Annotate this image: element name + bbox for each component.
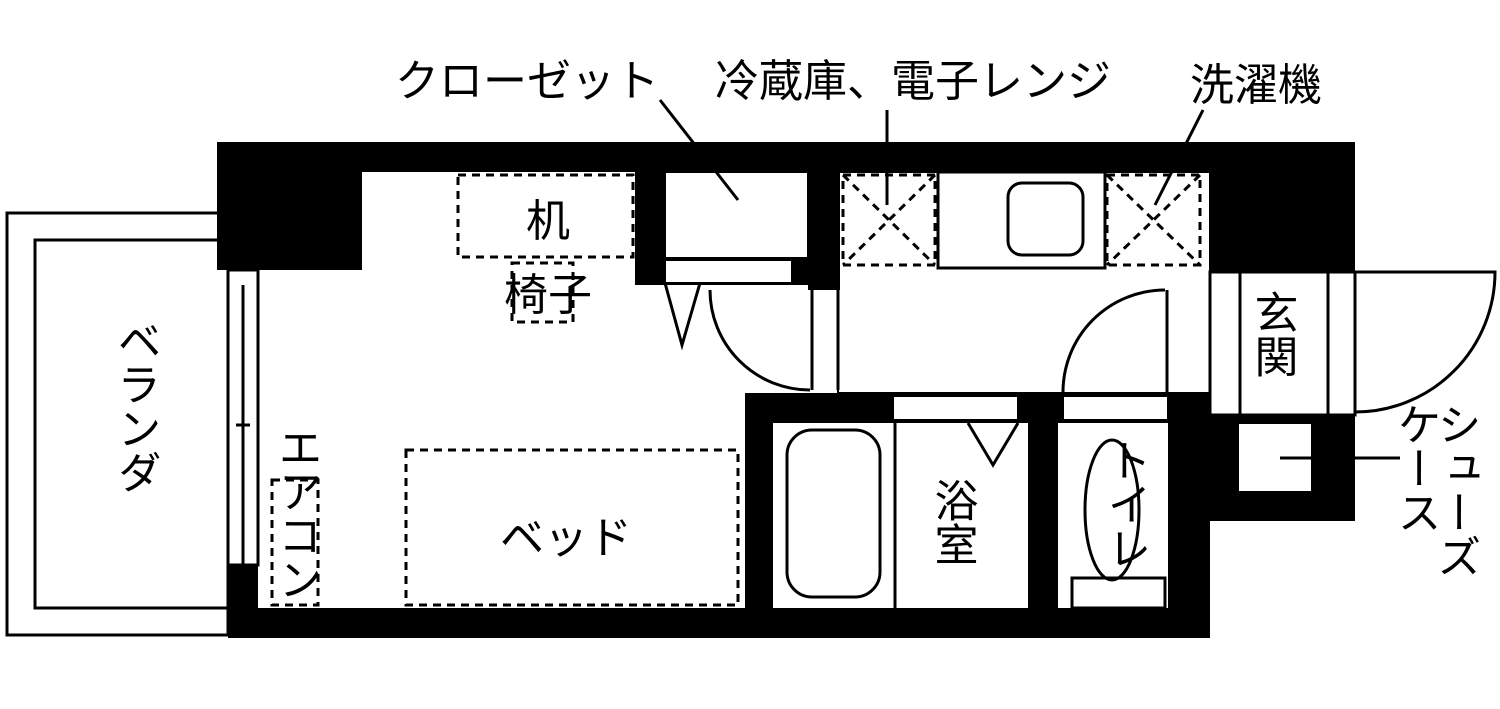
toilet-tank-icon [1070, 576, 1167, 610]
chair [510, 261, 575, 324]
bed-label: ベッド [500, 513, 632, 564]
washer-space [1105, 173, 1202, 267]
hall-door-icon [1061, 288, 1169, 394]
shoe-case [1237, 422, 1313, 493]
entrance-door-icon [1354, 270, 1497, 414]
desk-label: 机 [526, 196, 570, 247]
closet-door-icon [663, 282, 702, 351]
desk [456, 173, 635, 259]
bed [404, 448, 740, 607]
fridge-microwave-label: 冷蔵庫、電子レンジ [715, 56, 1111, 107]
window [226, 268, 260, 567]
shoe-case-label-2: ケース [1390, 402, 1441, 534]
washer-label: 洗濯機 [1190, 60, 1322, 111]
shoe-case-label-1: シューズ [1430, 402, 1481, 578]
entrance-label: 玄関 [1247, 290, 1298, 378]
veranda-label: ベランダ [110, 318, 161, 494]
toilet-label: トイレ [1100, 438, 1151, 570]
sink-counter [936, 170, 1107, 270]
toilet-bowl-icon [1083, 438, 1141, 582]
toilet-door-opening [1062, 395, 1169, 421]
kitchen [837, 171, 1211, 394]
closet-label: クローゼット [395, 56, 659, 107]
room-door-icon [708, 289, 840, 392]
washer-leader [1153, 109, 1205, 206]
chair-label: 椅子 [504, 270, 592, 321]
bathroom-door-icon [966, 422, 1020, 468]
closet [664, 171, 809, 259]
closet-shelf [664, 259, 793, 284]
fridge-space [841, 173, 937, 267]
aircon-label: エアコン [271, 425, 322, 601]
bathroom-door-opening [892, 395, 1019, 421]
bathroom-label: 浴室 [927, 478, 978, 566]
closet-leader [658, 99, 740, 201]
bathtub-icon [785, 428, 882, 599]
